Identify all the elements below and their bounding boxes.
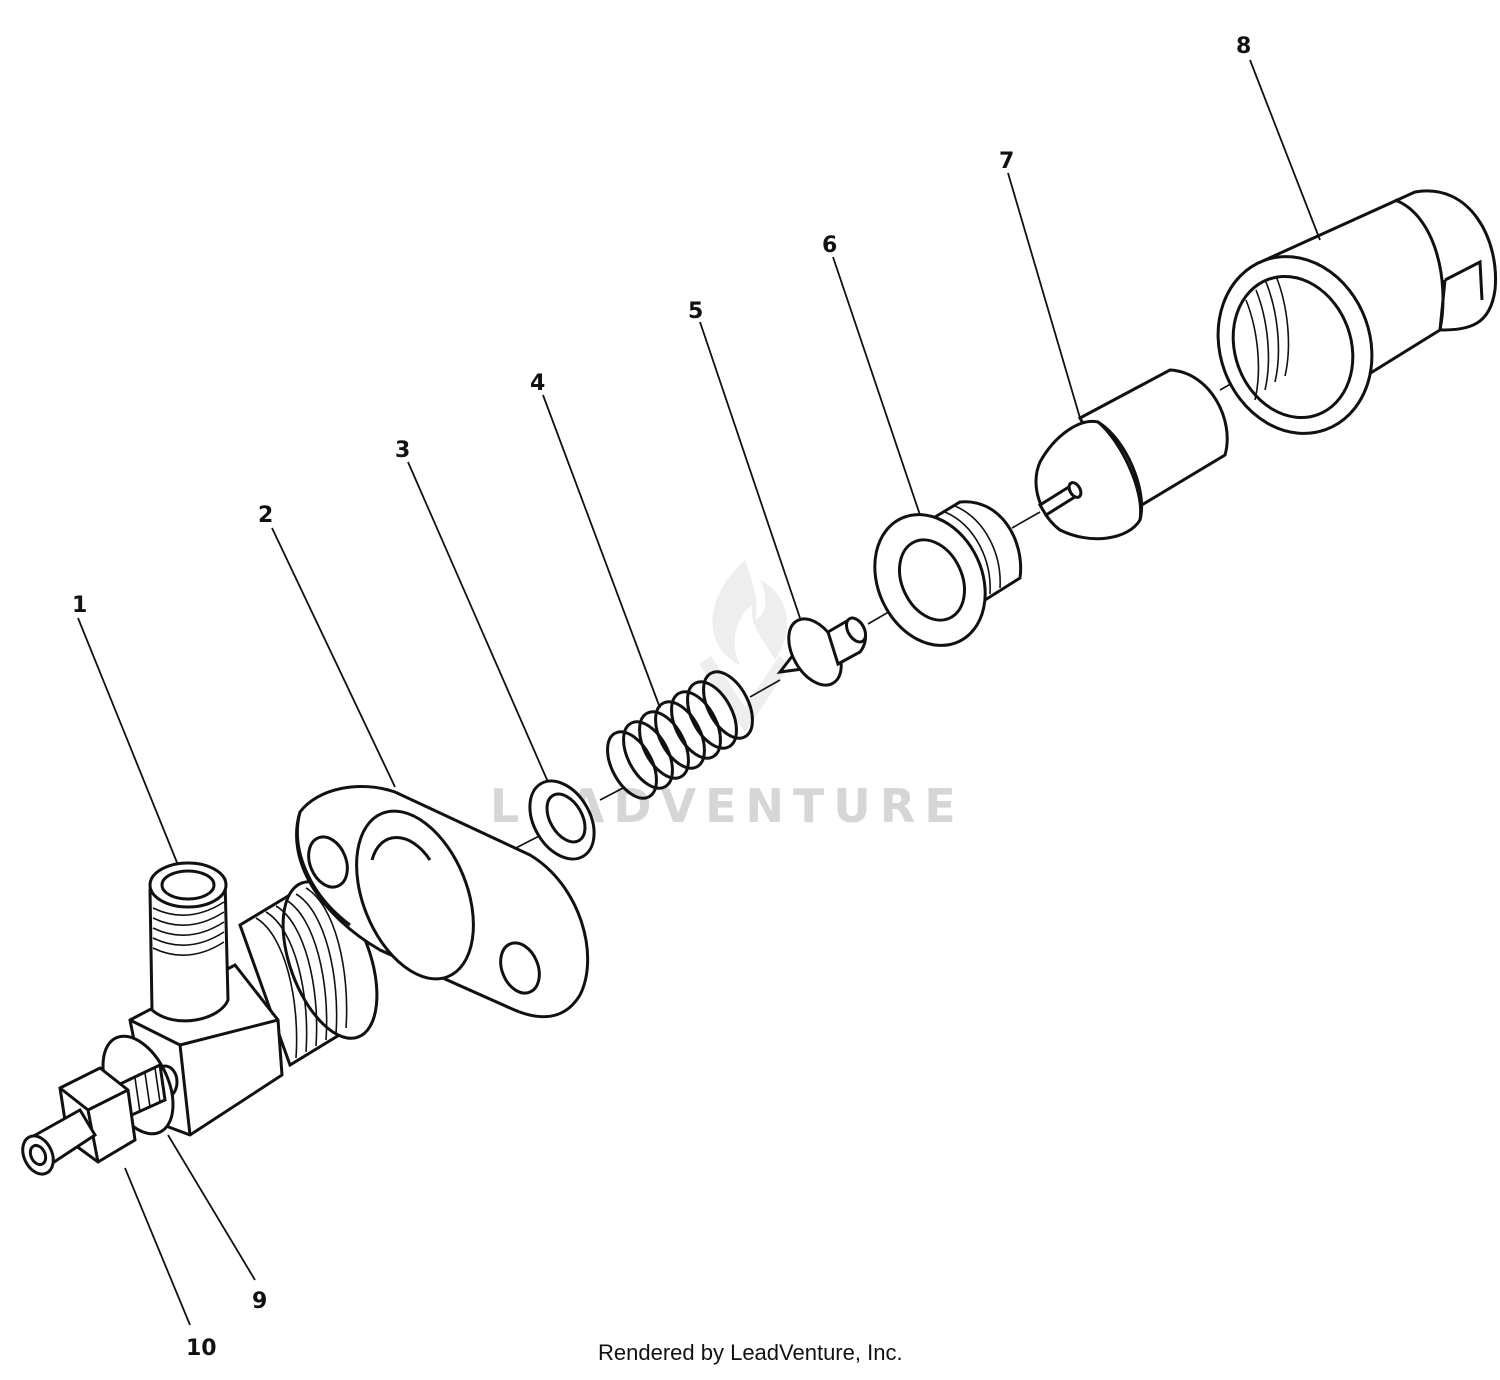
part-3-seal-washer[interactable] (517, 770, 607, 871)
part-7-plunger[interactable] (1034, 368, 1229, 541)
part-6-valve-seat[interactable] (854, 496, 1023, 663)
part-5-valve[interactable] (776, 610, 869, 694)
watermark-logo-icon (699, 560, 791, 733)
part-10-fitting[interactable] (17, 1062, 167, 1179)
part-4-spring[interactable] (597, 664, 762, 806)
callout-5: 5 (688, 299, 703, 324)
render-credit: Rendered by LeadVenture, Inc. (598, 1340, 903, 1365)
part-2-gasket[interactable] (295, 785, 590, 1019)
callout-6: 6 (822, 233, 837, 258)
callout-7: 7 (999, 149, 1014, 174)
part-8-cap-nut[interactable] (1194, 189, 1498, 455)
callout-9: 9 (252, 1289, 267, 1314)
callout-8: 8 (1236, 34, 1251, 59)
callout-2: 2 (258, 503, 273, 528)
callout-1: 1 (72, 593, 87, 618)
leader-lines (77, 59, 1321, 1326)
callout-10: 10 (186, 1336, 217, 1361)
callout-3: 3 (395, 438, 410, 463)
callout-4: 4 (530, 371, 545, 396)
